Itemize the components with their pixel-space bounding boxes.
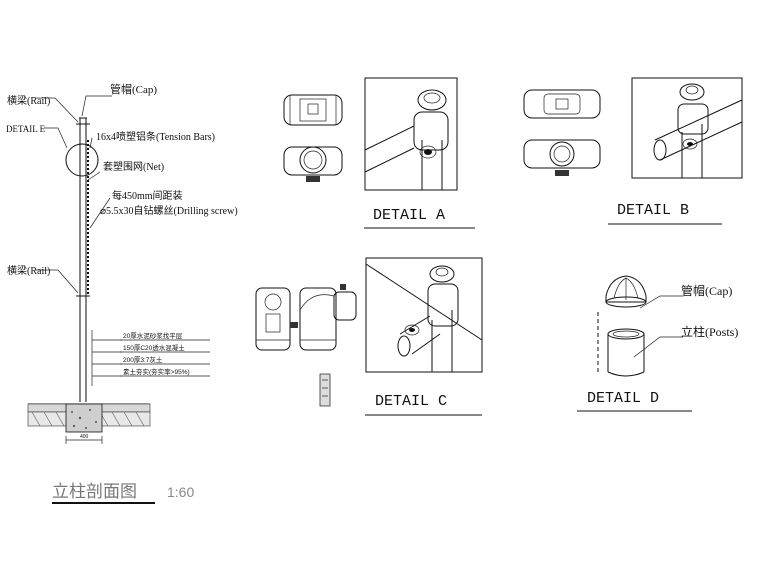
detail-c-label: DETAIL C <box>375 393 447 410</box>
rail-bottom-label: 横梁(Rail) <box>7 264 50 277</box>
layer-label-1: 20厚水泥砂浆找平层 <box>123 331 183 340</box>
detail-d-cap-label: 管帽(Cap) <box>681 283 732 298</box>
detail-d-label: DETAIL D <box>587 390 659 407</box>
detail-e-circle <box>65 143 99 177</box>
detail-d-cap <box>605 275 647 308</box>
detail-a-fitting-top <box>283 94 343 126</box>
ground-hatch <box>31 411 145 427</box>
section-title: 立柱剖面图 <box>52 482 137 501</box>
detail-d-post <box>607 328 645 377</box>
detail-c-screw-bar <box>319 373 331 407</box>
tension-bars-label: 16x4喷塑铝条(Tension Bars) <box>96 130 215 143</box>
post-section-view: 横梁(Rail) 管帽(Cap) DETAIL E 16x4喷塑铝条(Tensi… <box>6 82 238 504</box>
detail-b-perspective <box>653 83 743 178</box>
leader-cap <box>81 95 112 117</box>
spacing-label: 每450mm间距装 <box>112 189 183 202</box>
detail-b-fitting-top <box>523 89 601 119</box>
detail-a-fitting-bottom <box>283 146 343 182</box>
detail-c-frame <box>365 257 483 373</box>
detail-e-label: DETAIL E <box>6 124 46 134</box>
detail-b: DETAIL B <box>523 77 743 225</box>
net-label: 套塑围网(Net) <box>103 160 164 173</box>
detail-b-fitting-bottom <box>523 139 601 176</box>
detail-d-posts-leader <box>633 336 683 358</box>
layer-label-2: 150厚C20透水混凝土 <box>123 343 185 352</box>
leader-net <box>87 171 101 181</box>
detail-a-label: DETAIL A <box>373 207 445 224</box>
leader-screw <box>89 197 111 229</box>
detail-c-perspective <box>365 263 483 372</box>
detail-a: DETAIL A <box>283 77 475 229</box>
screw-label: ⌀5.5x30自钻螺丝(Drilling screw) <box>100 204 238 217</box>
leader-rail-bottom <box>35 269 79 294</box>
detail-b-frame <box>631 77 743 179</box>
detail-d-posts-label: 立柱(Posts) <box>681 324 738 339</box>
section-scale: 1:60 <box>167 484 194 500</box>
post-footing <box>65 403 103 433</box>
layer-label-3: 200厚3:7灰土 <box>123 355 163 364</box>
leader-tension-bars <box>89 137 93 149</box>
detail-d: 管帽(Cap) 立柱(Posts) DETAIL D <box>577 275 738 412</box>
leader-rail-top <box>35 97 79 123</box>
detail-d-cap-leader <box>639 295 683 309</box>
rail-top-label: 横梁(Rail) <box>7 94 50 107</box>
detail-a-frame <box>364 77 458 191</box>
layer-label-4: 素土夯实(夯实率>95%) <box>123 367 190 376</box>
detail-a-perspective <box>364 89 449 190</box>
detail-c-fitting-side <box>299 284 357 351</box>
footing-dim-label: 400 <box>80 434 89 440</box>
footing-aggregate <box>71 409 97 429</box>
cap-label: 管帽(Cap) <box>110 82 157 96</box>
detail-c-fitting-front <box>255 287 298 351</box>
leader-detail-e <box>44 127 68 149</box>
detail-c: DETAIL C <box>255 257 483 416</box>
detail-b-label: DETAIL B <box>617 202 689 219</box>
